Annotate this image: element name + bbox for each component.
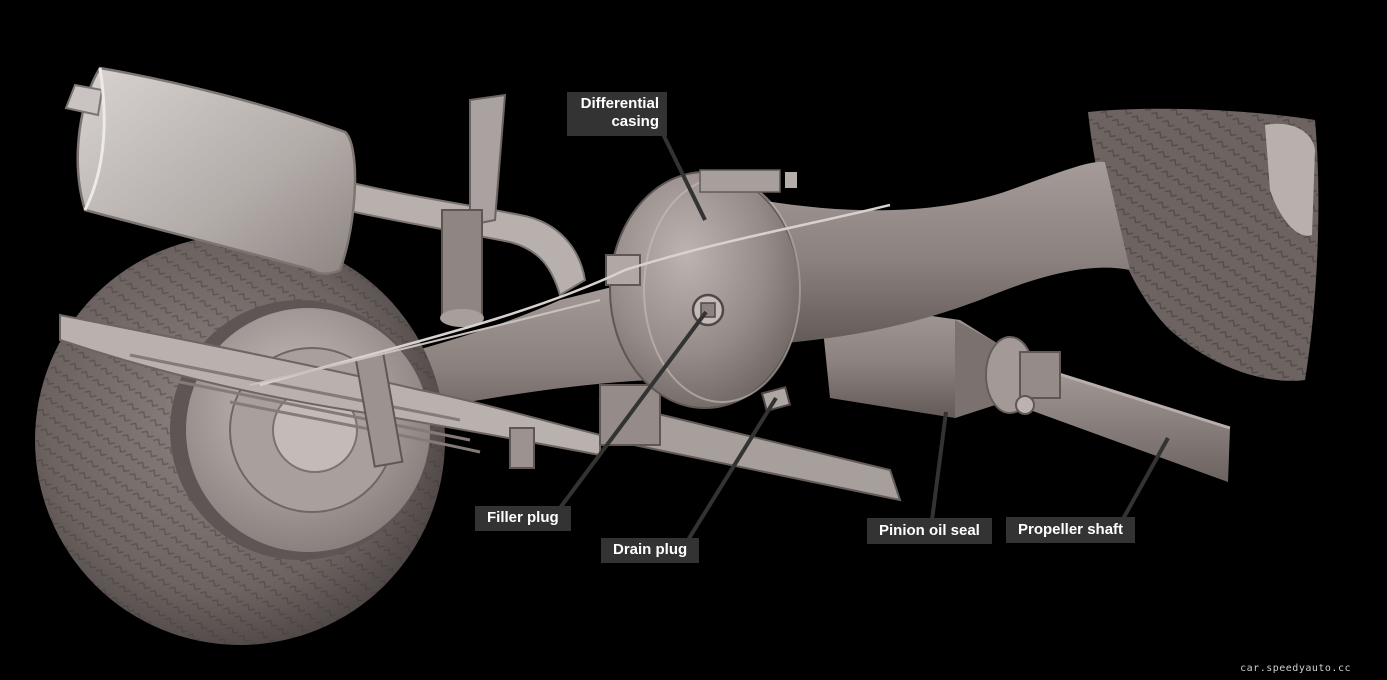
leader-pinion xyxy=(930,411,948,521)
right-tyre xyxy=(1088,108,1319,381)
leader-propeller xyxy=(1121,437,1170,520)
label-drain-plug: Drain plug xyxy=(601,538,700,563)
label-differential-line-1: Differential xyxy=(580,95,659,112)
shock-absorber xyxy=(440,93,507,327)
label-propeller-shaft: Propeller shaft xyxy=(1006,517,1136,543)
differential-casing xyxy=(609,169,801,409)
watermark-text: car.speedyauto.cc xyxy=(1240,663,1351,674)
brake-line xyxy=(249,203,891,387)
axle-tube-right xyxy=(760,161,1130,345)
leaf-spring xyxy=(59,313,601,469)
leader-differential xyxy=(660,131,707,221)
leader-lines xyxy=(558,131,1170,542)
muffler xyxy=(64,66,357,275)
label-differential-line-2: casing xyxy=(611,113,659,130)
propeller-shaft xyxy=(1030,366,1231,482)
leader-drain xyxy=(686,396,778,542)
leader-filler xyxy=(558,310,708,510)
label-filler-plug: Filler plug xyxy=(475,506,571,531)
label-differential-casing: Differential casing xyxy=(567,92,667,136)
label-pinion-oil-seal: Pinion oil seal xyxy=(867,518,992,544)
